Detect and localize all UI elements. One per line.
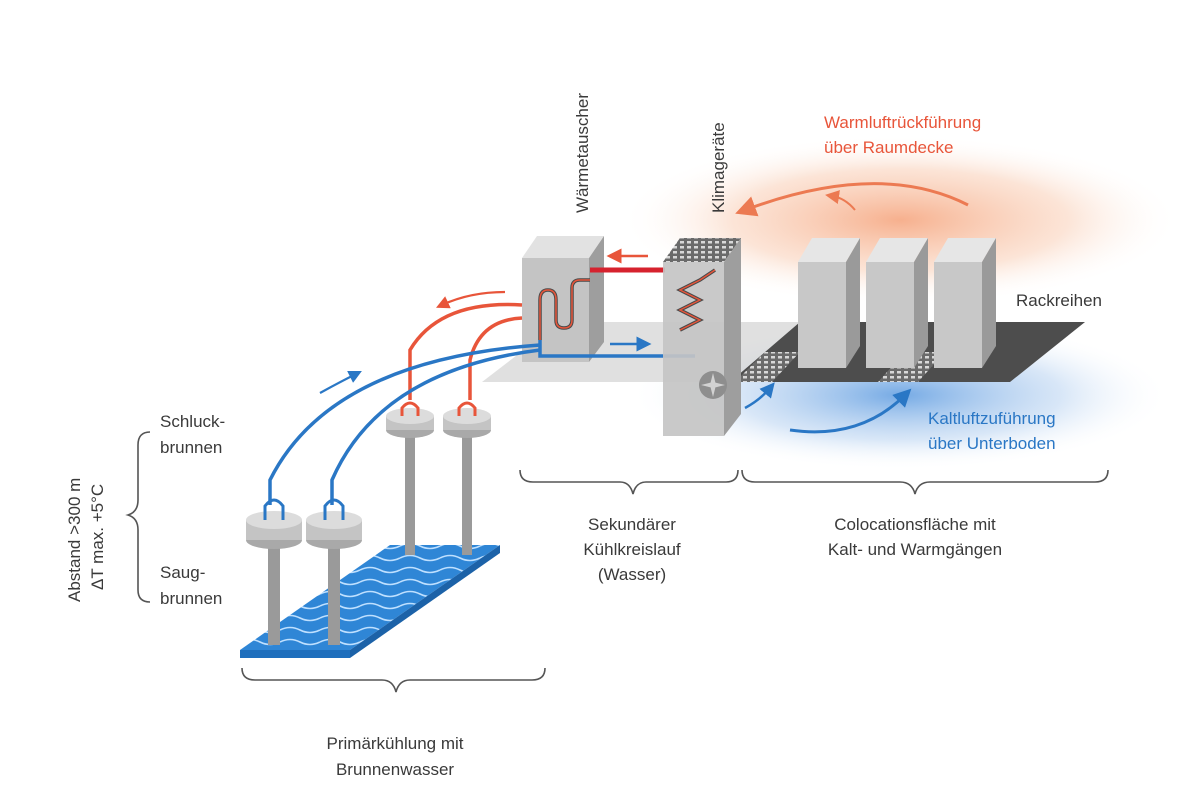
label-schluck-1: Schluck- [160,412,225,431]
well-schluck-2 [443,401,491,555]
air-conditioner [663,238,741,436]
rack-row-3 [934,238,996,368]
label-kaltluft-1: Kaltluftzuführung [928,409,1056,428]
label-waermetauscher: Wärmetauscher [573,93,592,213]
warm-air-arrow [735,182,969,217]
label-kaltluft-2: über Unterboden [928,434,1056,453]
label-sekundaer-1: Sekundärer [588,515,676,534]
rack-row-2 [866,238,928,368]
cold-air-arrow-main [789,388,912,434]
label-colocation-1: Colocationsfläche mit [834,515,996,534]
cold-air-arrow-small [744,382,775,410]
label-colocation-2: Kalt- und Warmgängen [828,540,1002,559]
label-sekundaer-2: Kühlkreislauf [583,540,681,559]
label-warmluft-2: über Raumdecke [824,138,953,157]
floor-grill-left [735,352,800,382]
heat-exchanger [522,236,604,362]
brace-colocation [741,469,1109,495]
primary-return-pipe-2 [468,316,523,400]
well-schluck-1 [386,401,434,555]
label-rackreihen: Rackreihen [1016,291,1102,310]
brace-sekundaer [519,469,739,495]
groundwater-slab [240,545,500,658]
well-saug-1 [246,498,302,645]
primary-supply-pipe-2 [330,348,541,505]
label-saug-1: Saug- [160,563,205,582]
primary-return-arrow [436,290,506,309]
warm-air-small-arrow [825,190,856,211]
primary-supply-pipe-1 [268,343,541,505]
label-saug-2: brunnen [160,589,222,608]
primary-return-pipe-1 [408,302,523,400]
label-klimageraete: Klimageräte [709,122,728,213]
primary-supply-arrow [319,371,362,394]
label-abstand-2: ΔT max. +5°C [88,484,107,590]
label-abstand-1: Abstand >300 m [65,478,84,602]
label-sekundaer-3: (Wasser) [598,565,666,584]
label-primaer-1: Primärkühlung mit [327,734,464,753]
brace-abstand [125,431,151,603]
label-schluck-2: brunnen [160,438,222,457]
brace-primaer [241,667,546,693]
label-warmluft-1: Warmluftrückführung [824,113,981,132]
warm-air-glow [620,135,1180,305]
rack-row-1 [798,238,860,368]
well-saug-2 [306,498,362,645]
label-primaer-2: Brunnenwasser [336,760,454,779]
